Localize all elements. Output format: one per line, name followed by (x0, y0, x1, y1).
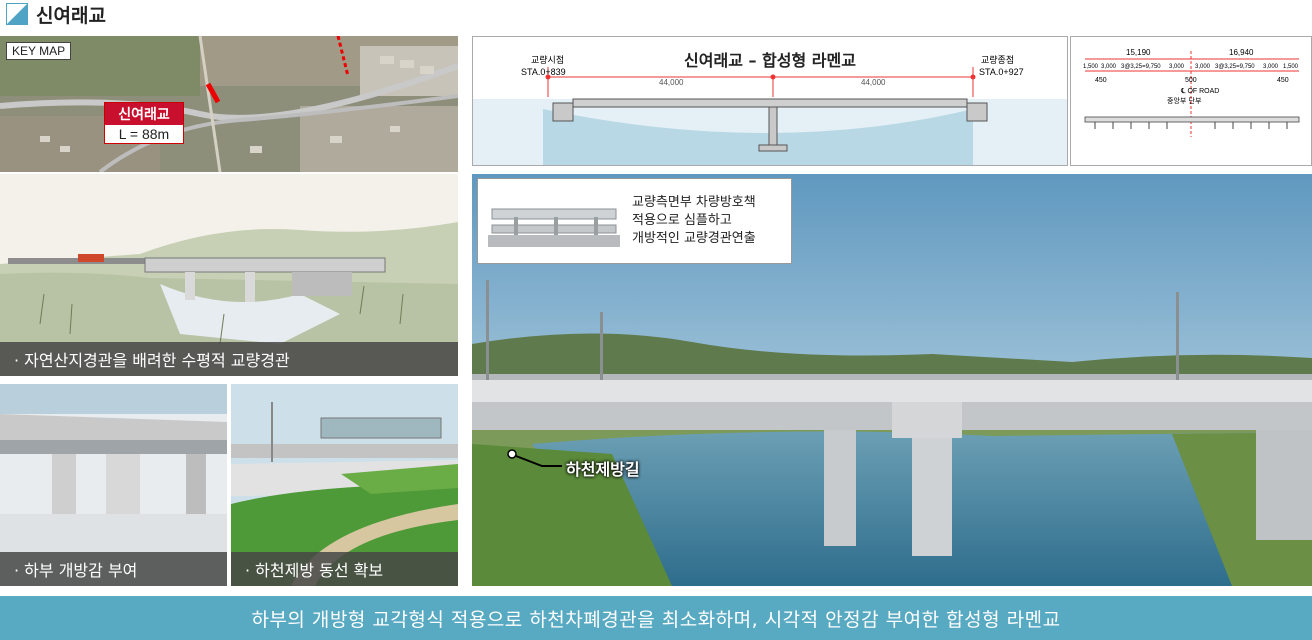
underside-caption: · 하부 개방감 부여 (0, 552, 227, 586)
cross-section-drawing: 15,190 16,940 1,500 3,000 3@3,25=9,750 3… (1083, 48, 1300, 137)
end-sta: STA.0+927 (979, 67, 1024, 77)
cs-row3-left: 450 (1095, 77, 1107, 84)
cs-top-right: 16,940 (1229, 48, 1254, 57)
start-sta: STA.0+839 (521, 67, 566, 77)
bridge-location-tag: 신여래교 L = 88m (104, 102, 184, 144)
key-map-panel: KEY MAP 신여래교 L = 88m (0, 36, 458, 172)
cs-row2-3: 3,000 (1169, 64, 1185, 70)
elevation-drawing: 교량시점 STA.0+839 교량종점 STA.0+927 44,000 44,… (473, 54, 1067, 165)
bridge-length: L = 88m (118, 126, 170, 142)
bridge-perspective-image (472, 174, 1312, 586)
underside-panel: · 하부 개방감 부여 (0, 384, 227, 586)
cs-row2-2: 3@3,25=9,750 (1121, 64, 1161, 70)
elevation-title: 신여래교 – 합성형 라멘교 (684, 51, 856, 70)
info-line-2: 적용으로 심플하고 (632, 213, 732, 228)
landscape-panel: · 자연산지경관을 배려한 수평적 교량경관 (0, 174, 458, 376)
page-title: 신여래교 (36, 4, 106, 27)
summary-banner: 하부의 개방형 교각형식 적용으로 하천차폐경관을 최소화하며, 시각적 안정감… (0, 596, 1312, 640)
info-line-3: 개방적인 교량경관연출 (632, 231, 756, 246)
cs-row2-6: 3,000 (1263, 64, 1279, 70)
river-path-callout: 하천제방길 (566, 460, 640, 479)
start-label: 교량시점 (531, 54, 564, 65)
key-map-label: KEY MAP (6, 42, 72, 60)
cross-section-panel: 15,190 16,940 1,500 3,000 3@3,25=9,750 3… (1070, 36, 1312, 166)
cs-row2-1: 3,000 (1101, 64, 1117, 70)
cs-row2-7: 1,500 (1283, 64, 1299, 70)
span-left-dim: 44,000 (659, 78, 684, 87)
landscape-caption: · 자연산지경관을 배려한 수평적 교량경관 (0, 342, 458, 376)
cs-row2-4: 3,000 (1195, 64, 1211, 70)
cs-top-left: 15,190 (1126, 48, 1151, 57)
railing-info-text: 교량측면부 차량방호책 적용으로 심플하고 개방적인 교량경관연출 (632, 194, 756, 248)
page-header: 신여래교 (0, 0, 600, 28)
railing-info-box: 교량측면부 차량방호책 적용으로 심플하고 개방적인 교량경관연출 (477, 178, 792, 264)
span-right-dim: 44,000 (861, 78, 886, 87)
end-label: 교량종점 (981, 54, 1014, 65)
cs-row2-5: 3@3,25=9,750 (1215, 64, 1255, 70)
embankment-caption: · 하천제방 동선 확보 (231, 552, 458, 586)
bridge-name: 신여래교 (105, 103, 183, 125)
cs-center-label: 중앙부 단부 (1167, 96, 1202, 105)
cs-row3-right: 450 (1277, 77, 1289, 84)
title-marker-icon (6, 3, 28, 25)
info-line-1: 교량측면부 차량방호책 (632, 195, 756, 210)
elevation-panel: 신여래교 – 합성형 라멘교 교량시점 STA.0+839 교량종점 STA.0… (472, 36, 1068, 166)
cs-row2-0: 1,500 (1083, 64, 1099, 70)
main-render-panel (472, 174, 1312, 586)
guardrail-sample-image (488, 208, 620, 247)
embankment-panel: · 하천제방 동선 확보 (231, 384, 458, 586)
cs-row3-mid: 500 (1185, 77, 1197, 84)
cs-center-line: ℄ OF ROAD (1180, 88, 1219, 95)
